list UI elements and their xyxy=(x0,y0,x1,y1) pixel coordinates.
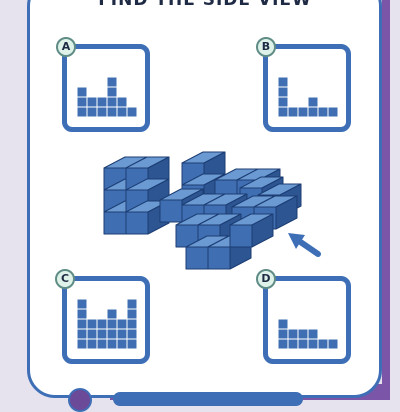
option-b-grid xyxy=(277,76,339,118)
side-view-cell xyxy=(277,318,289,330)
side-accent xyxy=(382,0,390,400)
cube-side-face xyxy=(251,213,274,248)
option-b-card[interactable] xyxy=(263,44,351,132)
cube-front-face xyxy=(125,211,149,235)
option-a-badge: A xyxy=(56,37,76,57)
side-view-cell xyxy=(126,298,138,310)
side-view-cell xyxy=(126,106,138,118)
side-view-cell xyxy=(76,86,88,98)
cube-side-face xyxy=(275,195,298,230)
side-view-cell xyxy=(327,106,339,118)
side-view-cell xyxy=(116,96,128,108)
side-view-cell xyxy=(106,76,118,88)
bottom-bar xyxy=(113,392,303,406)
cube-front-face xyxy=(207,246,231,270)
option-b-badge: B xyxy=(256,37,276,57)
option-c-card[interactable] xyxy=(62,276,150,364)
option-d-badge: D xyxy=(256,269,276,289)
bottom-badge xyxy=(68,388,92,412)
option-d-grid xyxy=(277,318,339,350)
cube-front-face xyxy=(159,199,183,223)
cube-front-face xyxy=(185,246,209,270)
puzzle-title: FIND THE SIDE VIEW xyxy=(98,0,312,10)
side-view-cell xyxy=(76,298,88,310)
cube-front-face xyxy=(103,211,127,235)
side-view-cell xyxy=(277,76,289,88)
side-view-cell xyxy=(106,308,118,320)
option-d-card[interactable] xyxy=(263,276,351,364)
side-view-cell xyxy=(307,328,319,340)
cube-front-face xyxy=(229,224,253,248)
option-c-grid xyxy=(76,298,138,350)
option-c-badge: C xyxy=(55,269,75,289)
cube-structure xyxy=(103,151,321,270)
side-view-cell xyxy=(307,96,319,108)
option-a-card[interactable] xyxy=(62,44,150,132)
arrow-pointer-icon xyxy=(288,233,321,257)
side-view-cell xyxy=(327,338,339,350)
option-a-grid xyxy=(76,76,138,118)
